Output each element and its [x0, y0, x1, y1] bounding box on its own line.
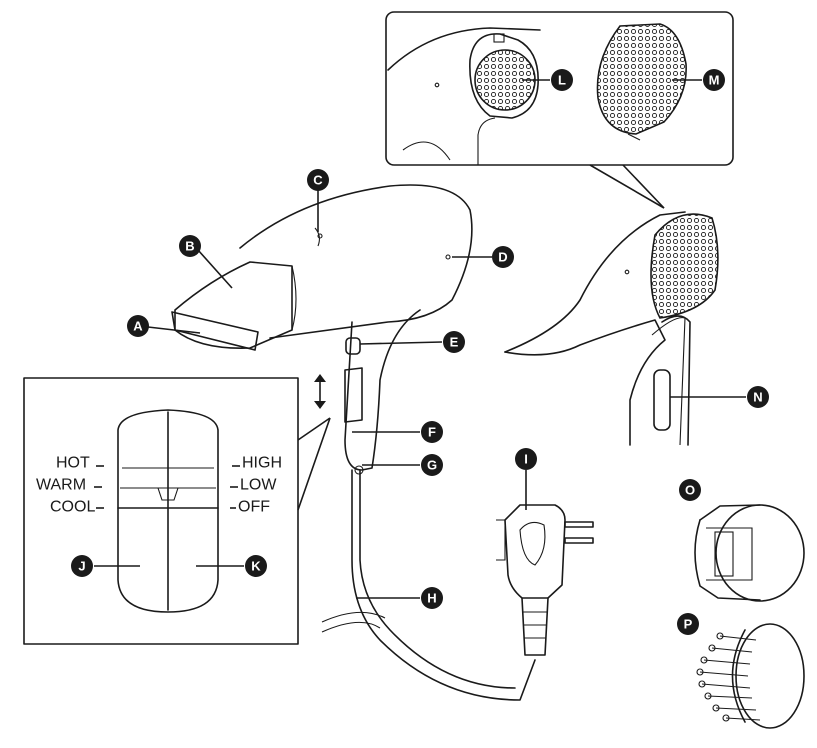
callout-H: H [421, 587, 443, 609]
svg-text:N: N [753, 390, 762, 405]
label-cool: COOL [50, 499, 95, 516]
callout-C: C [307, 169, 329, 191]
svg-text:L: L [558, 73, 566, 88]
callout-M: M [703, 69, 725, 91]
callout-N: N [747, 386, 769, 408]
switch-inset [23, 377, 331, 645]
svg-text:F: F [428, 425, 436, 440]
label-off: OFF [238, 499, 270, 516]
label-warm: WARM [36, 477, 86, 494]
callout-I: I [515, 448, 537, 470]
temperature-labels: HOT WARM COOL [36, 455, 104, 516]
callout-K: K [245, 555, 267, 577]
label-hot: HOT [56, 455, 90, 472]
svg-text:E: E [450, 335, 459, 350]
svg-text:O: O [685, 483, 695, 498]
callout-F: F [421, 421, 443, 443]
nozzle-drawing [694, 504, 805, 602]
svg-text:D: D [498, 250, 507, 265]
filter-housing-drawing [469, 33, 539, 119]
svg-text:J: J [78, 559, 85, 574]
svg-text:H: H [427, 591, 436, 606]
callout-L: L [551, 69, 573, 91]
up-down-arrow-icon [314, 374, 326, 409]
svg-text:G: G [427, 458, 437, 473]
svg-text:C: C [313, 173, 323, 188]
leader-lines [94, 79, 746, 599]
callout-A: A [127, 315, 149, 337]
svg-text:P: P [684, 617, 693, 632]
callout-P: P [677, 613, 699, 635]
rear-filter-mesh-icon [650, 213, 719, 319]
hair-dryer-side-drawing [504, 211, 719, 446]
label-low: LOW [240, 477, 277, 494]
svg-text:A: A [133, 319, 143, 334]
filter-inset [385, 11, 734, 209]
hair-dryer-drawing [171, 184, 536, 701]
airflow-labels: HIGH LOW OFF [230, 455, 282, 516]
plug-drawing [496, 504, 594, 656]
svg-text:K: K [251, 559, 261, 574]
callout-B: B [179, 235, 201, 257]
svg-text:B: B [185, 239, 194, 254]
callout-E: E [443, 331, 465, 353]
filter-cover-drawing [596, 23, 687, 141]
callout-J: J [71, 555, 93, 577]
label-high: HIGH [242, 455, 282, 472]
svg-text:I: I [524, 452, 528, 467]
callout-D: D [492, 246, 514, 268]
callout-G: G [421, 454, 443, 476]
svg-text:M: M [709, 73, 720, 88]
diffuser-drawing [696, 623, 805, 729]
callout-O: O [679, 479, 701, 501]
